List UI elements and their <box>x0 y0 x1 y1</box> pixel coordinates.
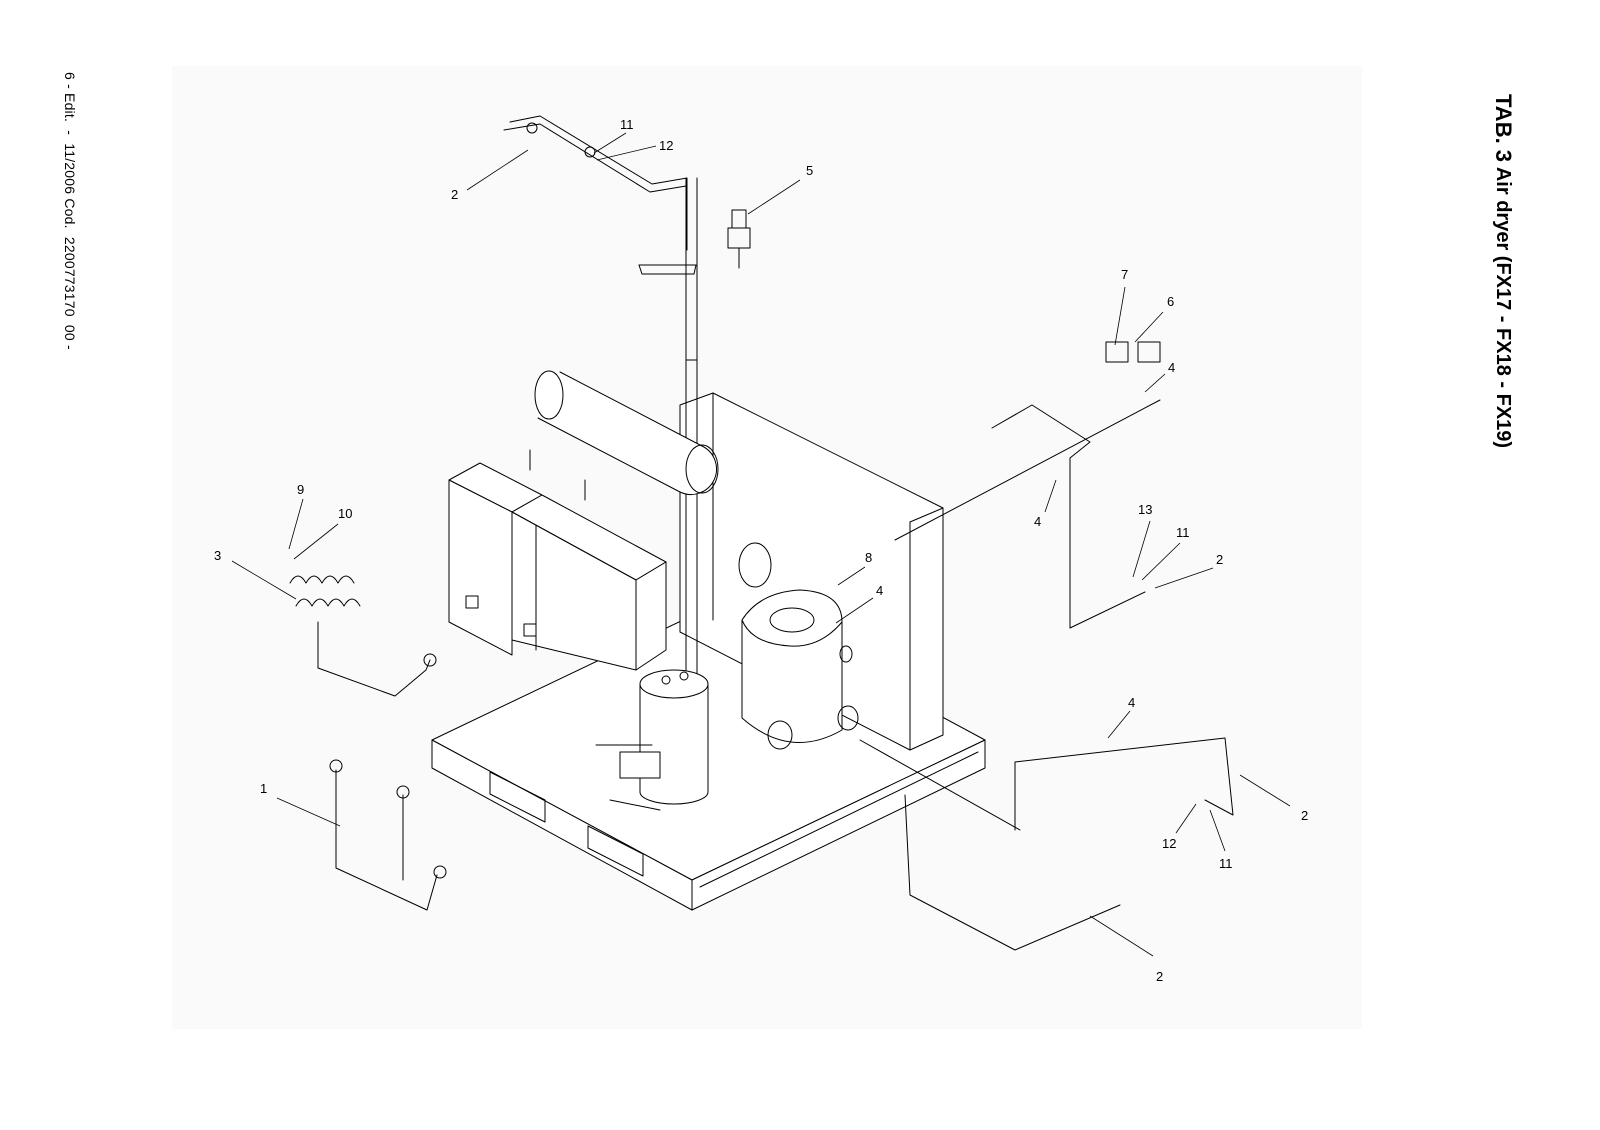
heat-exchanger-boxes <box>448 449 667 671</box>
fan-disk <box>738 542 772 588</box>
part-2-right-lower-pipes <box>859 737 1234 951</box>
table-number: TAB. 3 <box>1491 94 1516 163</box>
callout-label: 1 <box>260 781 267 796</box>
callout-label: 8 <box>865 550 872 565</box>
callout-labels: 11 12 2 5 7 6 4 4 13 11 2 8 4 9 10 3 4 1… <box>214 117 1308 984</box>
table-subtitle: Air dryer (FX17 - FX18 - FX19) <box>1492 162 1514 449</box>
callout-label: 2 <box>1301 808 1308 823</box>
callout-label: 3 <box>214 548 221 563</box>
page-title: TAB. 3 Air dryer (FX17 - FX18 - FX19) <box>1490 94 1516 448</box>
callout-label: 4 <box>876 583 883 598</box>
callout-label: 4 <box>1034 514 1041 529</box>
callout-label: 6 <box>1167 294 1174 309</box>
callout-label: 2 <box>1156 969 1163 984</box>
vertical-pipe <box>685 177 698 691</box>
horizontal-tank <box>534 370 719 495</box>
part-1-pipe <box>329 759 447 911</box>
solenoid-valve-block <box>595 744 661 811</box>
footer-edition-code: 6 - Edit. - 11/2006 Cod. 2200773170 00 - <box>62 72 78 350</box>
callout-label: 4 <box>1168 360 1175 375</box>
callout-label: 11 <box>1219 856 1233 871</box>
callout-label: 2 <box>451 187 458 202</box>
callout-label: 12 <box>1162 836 1176 851</box>
callout-label: 7 <box>1121 267 1128 282</box>
part-3-coil <box>289 575 437 697</box>
callout-label: 12 <box>659 138 673 153</box>
callout-label: 5 <box>806 163 813 178</box>
part-2-top-pipe <box>503 115 688 251</box>
leader-lines <box>231 132 1291 957</box>
dryer-assembly <box>289 115 1234 951</box>
liquid-receiver <box>639 669 709 805</box>
callout-label: 10 <box>338 506 352 521</box>
callout-label: 4 <box>1128 695 1135 710</box>
callout-label: 9 <box>297 482 304 497</box>
part-5-expansion-valve <box>638 209 751 275</box>
callout-label: 13 <box>1138 502 1152 517</box>
compressor <box>741 589 859 750</box>
callout-label: 11 <box>1176 525 1190 540</box>
callout-label: 11 <box>620 117 634 132</box>
callout-label: 2 <box>1216 552 1223 567</box>
part-2-right-upper-pipe <box>894 341 1161 629</box>
